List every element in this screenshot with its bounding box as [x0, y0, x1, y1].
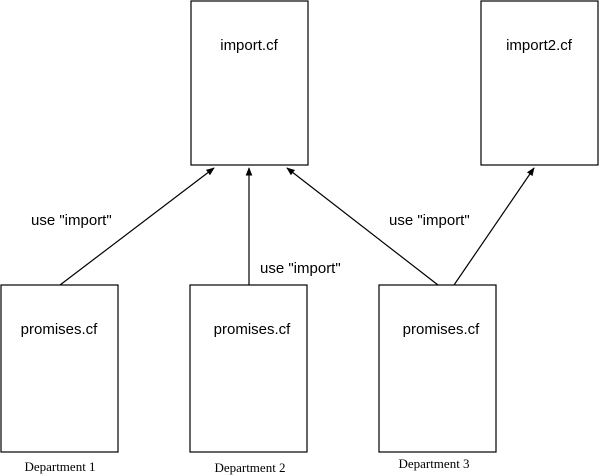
promises-box-dept3: [378, 284, 497, 453]
promises-box-label-dept3: promises.cf: [403, 321, 481, 338]
import2-box: [480, 0, 599, 166]
import-box-label: import.cf: [220, 37, 278, 54]
arrow-dept3-to-import2: [453, 167, 535, 286]
edge-label-dept1: use "import": [31, 212, 112, 229]
promises-box-dept2: [189, 284, 308, 453]
import2-node: import2.cf: [480, 0, 599, 166]
import2-box-label: import2.cf: [506, 37, 573, 54]
import-node: import.cf: [190, 0, 309, 166]
arrow-dept1-to-import: [59, 167, 215, 286]
department-caption-1: Department 1: [24, 459, 95, 474]
edge-label-dept2: use "import": [260, 260, 341, 277]
promises-node-dept1: promises.cf: [0, 284, 119, 453]
promises-box-label-dept2: promises.cf: [214, 321, 292, 338]
department-caption-3: Department 3: [398, 456, 469, 471]
arrow-dept3-to-import: [286, 167, 439, 286]
promises-node-dept2: promises.cf: [189, 284, 308, 453]
promises-box-dept1: [0, 284, 119, 453]
department-caption-2: Department 2: [214, 460, 285, 475]
promises-box-label-dept1: promises.cf: [21, 321, 99, 338]
edge-label-dept3: use "import": [389, 212, 470, 229]
import-box: [190, 0, 309, 166]
promises-node-dept3: promises.cf: [378, 284, 497, 453]
